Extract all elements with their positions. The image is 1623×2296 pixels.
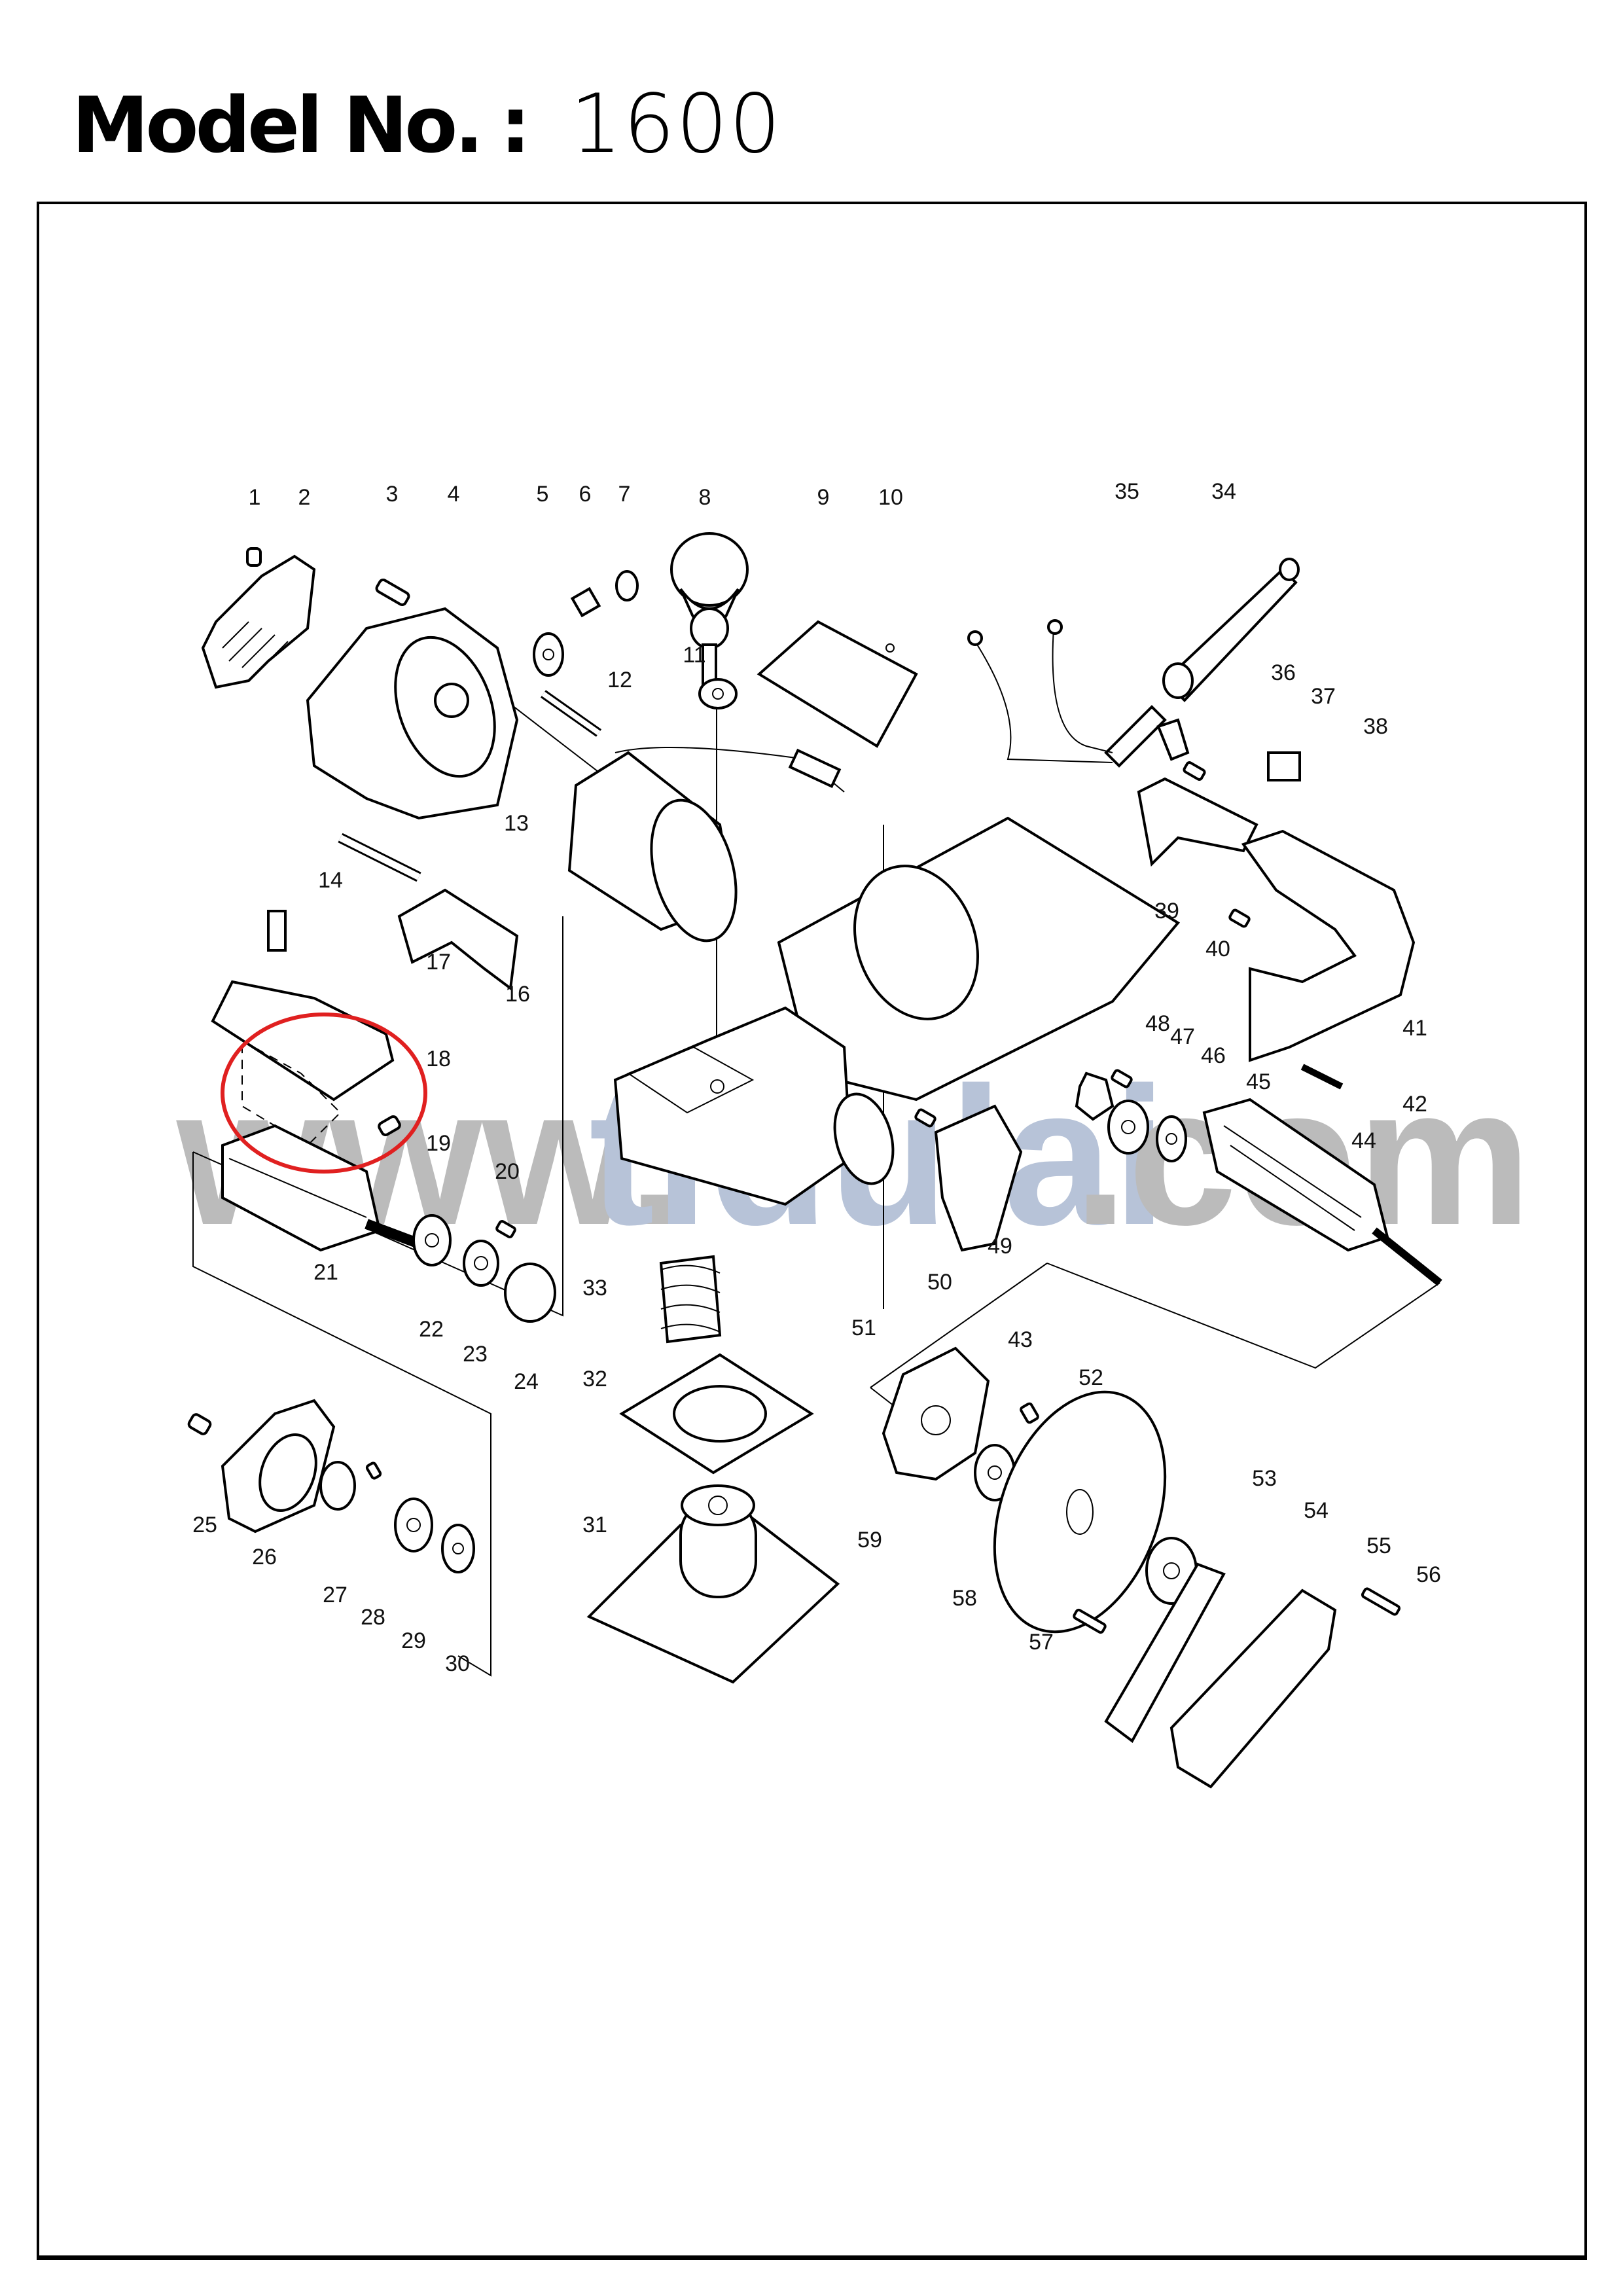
highlight-circle bbox=[221, 1013, 427, 1174]
part-label-59: 59 bbox=[857, 1528, 882, 1552]
part-label-14: 14 bbox=[318, 868, 343, 893]
part-base-and-spring bbox=[586, 1255, 840, 1684]
part-label-3: 3 bbox=[386, 482, 399, 507]
part-label-54: 54 bbox=[1304, 1498, 1329, 1523]
part-label-21: 21 bbox=[313, 1260, 338, 1285]
part-label-13: 13 bbox=[504, 811, 529, 836]
part-label-23: 23 bbox=[463, 1342, 488, 1367]
part-label-57: 57 bbox=[1029, 1630, 1054, 1655]
part-label-4: 4 bbox=[448, 482, 460, 507]
page-title: Model No. : 1600 bbox=[72, 77, 782, 171]
part-cover-plate bbox=[757, 620, 918, 748]
part-label-35: 35 bbox=[1115, 479, 1139, 504]
part-label-49: 49 bbox=[988, 1234, 1012, 1259]
part-bearings-front bbox=[412, 1214, 556, 1323]
part-label-16: 16 bbox=[505, 982, 530, 1007]
part-label-8: 8 bbox=[699, 485, 711, 510]
part-label-39: 39 bbox=[1154, 899, 1179, 924]
part-brush-cover bbox=[201, 547, 316, 689]
part-blade-clamp bbox=[211, 910, 395, 1147]
part-label-10: 10 bbox=[878, 485, 903, 510]
part-label-2: 2 bbox=[298, 485, 311, 510]
part-drive-assembly bbox=[882, 1346, 1401, 1789]
part-label-24: 24 bbox=[514, 1369, 539, 1394]
part-label-28: 28 bbox=[361, 1605, 385, 1630]
part-label-5: 5 bbox=[537, 482, 549, 507]
part-label-40: 40 bbox=[1205, 937, 1230, 961]
part-label-17: 17 bbox=[426, 950, 451, 975]
part-label-43: 43 bbox=[1008, 1327, 1033, 1352]
part-label-32: 32 bbox=[582, 1367, 607, 1391]
part-label-53: 53 bbox=[1252, 1466, 1277, 1491]
part-label-31: 31 bbox=[582, 1513, 607, 1537]
model-number: 1600 bbox=[570, 77, 782, 171]
part-label-22: 22 bbox=[419, 1317, 444, 1342]
part-label-44: 44 bbox=[1351, 1128, 1376, 1153]
diagram-frame bbox=[37, 202, 1587, 2260]
part-label-48: 48 bbox=[1145, 1011, 1170, 1036]
part-label-25: 25 bbox=[192, 1513, 217, 1537]
part-label-47: 47 bbox=[1170, 1024, 1195, 1049]
part-label-27: 27 bbox=[323, 1583, 348, 1607]
part-label-41: 41 bbox=[1402, 1016, 1427, 1041]
part-label-20: 20 bbox=[495, 1159, 520, 1184]
part-label-51: 51 bbox=[851, 1316, 876, 1340]
part-label-56: 56 bbox=[1416, 1562, 1441, 1587]
part-switch-and-rear-handle bbox=[1137, 777, 1416, 1090]
part-label-34: 34 bbox=[1211, 479, 1236, 504]
part-washer-screw bbox=[540, 678, 738, 737]
part-label-26: 26 bbox=[252, 1545, 277, 1570]
part-label-30: 30 bbox=[445, 1651, 470, 1676]
part-label-29: 29 bbox=[401, 1628, 426, 1653]
part-label-52: 52 bbox=[1079, 1365, 1103, 1390]
part-label-58: 58 bbox=[952, 1586, 977, 1611]
part-label-9: 9 bbox=[817, 485, 830, 510]
part-label-33: 33 bbox=[582, 1276, 607, 1300]
part-field-coil bbox=[567, 747, 845, 942]
part-brush-holder bbox=[533, 570, 639, 677]
model-label: Model No. bbox=[72, 80, 484, 170]
part-bolt-14 bbox=[338, 833, 421, 882]
model-separator: : bbox=[500, 80, 531, 170]
part-label-18: 18 bbox=[426, 1047, 451, 1071]
part-label-55: 55 bbox=[1366, 1534, 1391, 1558]
part-label-36: 36 bbox=[1271, 660, 1296, 685]
part-label-50: 50 bbox=[927, 1270, 952, 1295]
part-label-12: 12 bbox=[607, 668, 632, 692]
part-label-38: 38 bbox=[1363, 714, 1388, 739]
part-label-45: 45 bbox=[1246, 1069, 1271, 1094]
part-label-37: 37 bbox=[1311, 684, 1336, 709]
part-housing-end bbox=[306, 579, 519, 820]
part-label-19: 19 bbox=[426, 1131, 451, 1156]
part-label-11: 11 bbox=[683, 643, 705, 668]
part-label-46: 46 bbox=[1201, 1043, 1226, 1068]
part-bearing-box bbox=[187, 1399, 475, 1573]
part-depth-knob bbox=[670, 532, 749, 692]
part-blade-cover-16 bbox=[397, 888, 519, 991]
part-label-1: 1 bbox=[249, 485, 261, 510]
part-label-6: 6 bbox=[579, 482, 592, 507]
part-label-42: 42 bbox=[1402, 1092, 1427, 1117]
part-armature-assembly bbox=[1075, 1069, 1442, 1286]
part-main-housing bbox=[613, 816, 1181, 1252]
part-label-7: 7 bbox=[618, 482, 631, 507]
part-cord-and-handle bbox=[967, 558, 1301, 781]
